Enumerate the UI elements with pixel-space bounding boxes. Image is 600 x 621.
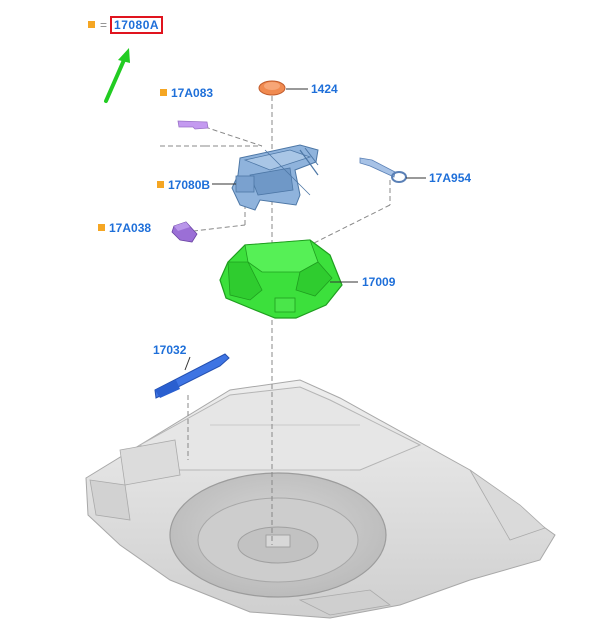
callout-17A083-label: 17A083 xyxy=(171,86,214,100)
part-17080B-jack xyxy=(212,144,319,211)
floor-pan-part xyxy=(85,379,556,619)
header-part-callout: =17080A xyxy=(88,16,164,34)
part-17032-handle xyxy=(154,353,230,399)
callout-17009[interactable]: 17009 xyxy=(362,275,395,289)
part-1424-cap xyxy=(258,80,308,96)
equals-sign: = xyxy=(100,18,108,32)
part-17A083-pin xyxy=(177,120,209,130)
orange-square-marker xyxy=(160,89,167,96)
callout-17080B[interactable]: 17080B xyxy=(157,178,210,192)
part-17A954-tow-eye xyxy=(359,157,426,183)
callout-17A038-label: 17A038 xyxy=(109,221,152,235)
orange-square-marker xyxy=(98,224,105,231)
callout-17009-label: 17009 xyxy=(362,275,396,289)
callout-17080B-label: 17080B xyxy=(168,178,211,192)
callout-17A954[interactable]: 17A954 xyxy=(429,171,471,185)
callout-1424-label: 1424 xyxy=(311,82,338,96)
callout-17A083[interactable]: 17A083 xyxy=(160,86,213,100)
orange-square-marker xyxy=(88,21,95,28)
callout-17032-label: 17032 xyxy=(153,343,187,357)
callout-1424[interactable]: 1424 xyxy=(311,82,338,96)
callout-17032[interactable]: 17032 xyxy=(153,343,186,357)
part-17A038-block xyxy=(171,221,198,243)
callout-17A954-label: 17A954 xyxy=(429,171,472,185)
callout-17A038[interactable]: 17A038 xyxy=(98,221,151,235)
highlighted-part-number[interactable]: 17080A xyxy=(110,16,164,34)
orange-square-marker xyxy=(157,181,164,188)
part-17009-tray xyxy=(219,239,358,319)
green-pointer-arrow xyxy=(104,48,130,103)
